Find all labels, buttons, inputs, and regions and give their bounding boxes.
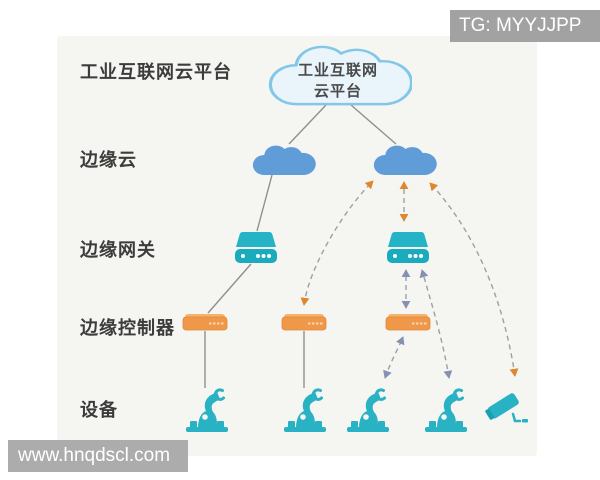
edge-controller-3-icon <box>385 314 431 331</box>
edge-controller-1-icon <box>182 314 228 331</box>
watermark-bottom-left: www.hnqdscl.com <box>8 440 188 472</box>
edge-cloud-2-icon <box>373 145 437 175</box>
robot-arm-1-icon <box>186 388 228 432</box>
edge-gateway-1-icon <box>235 232 277 263</box>
camera-icon <box>485 393 528 423</box>
main-cloud-icon <box>268 45 412 106</box>
row-label-devices: 设备 <box>80 400 118 420</box>
row-label-edge-controller: 边缘控制器 <box>80 318 175 338</box>
row-label-cloud-platform: 工业互联网云平台 <box>80 62 232 82</box>
row-label-edge-cloud: 边缘云 <box>80 150 137 170</box>
row-label-edge-gateway: 边缘网关 <box>80 240 156 260</box>
main-cloud-label-line2: 云平台 <box>313 83 362 100</box>
edge-gateway-2-icon <box>387 232 429 263</box>
main-cloud-label: 工业互联网 云平台 <box>266 60 410 102</box>
main-cloud-label-line1: 工业互联网 <box>297 62 378 79</box>
edge-controller-2-icon <box>281 314 327 331</box>
robot-arm-2-icon <box>284 388 326 432</box>
watermark-top-right: TG: MYYJJPP <box>450 10 600 42</box>
edge-cloud-1-icon <box>252 145 316 175</box>
robot-arm-4-icon <box>425 388 467 432</box>
robot-arm-3-icon <box>347 388 389 432</box>
